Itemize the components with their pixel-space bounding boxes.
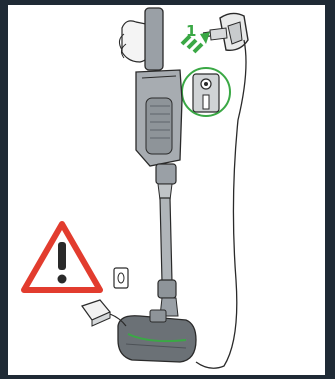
warning-triangle-icon [24, 224, 100, 290]
floor-brush [118, 310, 196, 362]
wall-charger [196, 13, 248, 368]
step-number: 1 [186, 24, 196, 39]
vacuum-tube [158, 198, 178, 316]
socket-icon [114, 268, 128, 288]
